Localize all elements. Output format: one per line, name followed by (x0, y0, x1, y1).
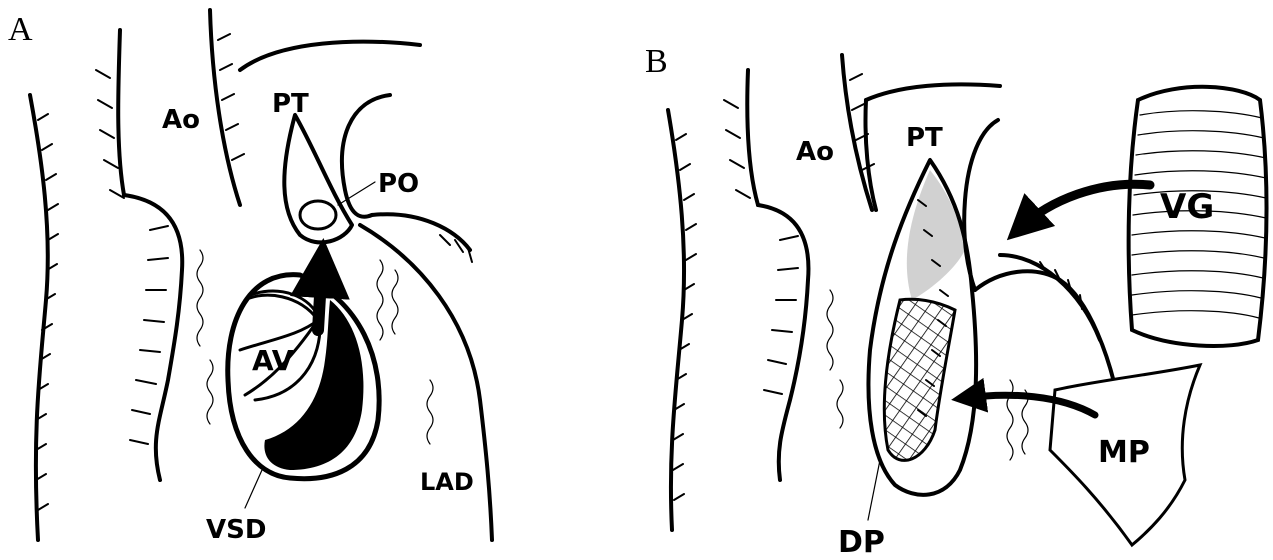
panel-a-body-wall (30, 95, 48, 540)
panel-a-label-vsd: VSD (206, 515, 266, 545)
panel-b-aorta-left-wall (747, 70, 758, 205)
panel-b-body-wall-hatching (673, 134, 696, 500)
panel-b-label-ao: Ao (796, 137, 834, 167)
panel-a-label-po: PO (378, 169, 419, 199)
panel-b-pt-top-wall (866, 84, 1000, 100)
panel-b-label-pt: PT (906, 123, 943, 153)
panel-b-dp-leader (868, 460, 880, 520)
panel-a-body-wall-hatching (36, 114, 58, 510)
panel-a-label-lad: LAD (420, 468, 474, 496)
panel-a-vsd-leader (245, 470, 262, 508)
panel-a-letter: A (8, 11, 33, 48)
panel-a-label-ao: Ao (162, 105, 200, 135)
panel-a-rv-wall-hatching (440, 235, 472, 262)
panel-a-aorta-right-wall (210, 10, 240, 205)
panel-b-label-dp: DP (838, 525, 885, 560)
panel-b-root-hatching (764, 236, 798, 394)
panel-a-label-pt: PT (272, 89, 309, 119)
panel-a-aorta-left-wall (118, 30, 124, 195)
panel-b-aortic-root (758, 205, 808, 480)
panel-b-label-mp: MP (1098, 435, 1150, 470)
panel-a-aortic-root (124, 195, 182, 480)
panel-a-pt-wall (240, 42, 420, 70)
panel-b-letter: B (645, 43, 668, 80)
panel-a-pulmonary-orifice (300, 201, 336, 229)
panel-b-rv-wall (1000, 255, 1100, 340)
panel-b: B (645, 43, 1267, 560)
panel-a-label-av: AV (252, 344, 294, 377)
panel-b-label-vg: VG (1160, 187, 1214, 227)
panel-b-dacron-patch (884, 299, 955, 460)
panel-a: A (8, 10, 492, 545)
